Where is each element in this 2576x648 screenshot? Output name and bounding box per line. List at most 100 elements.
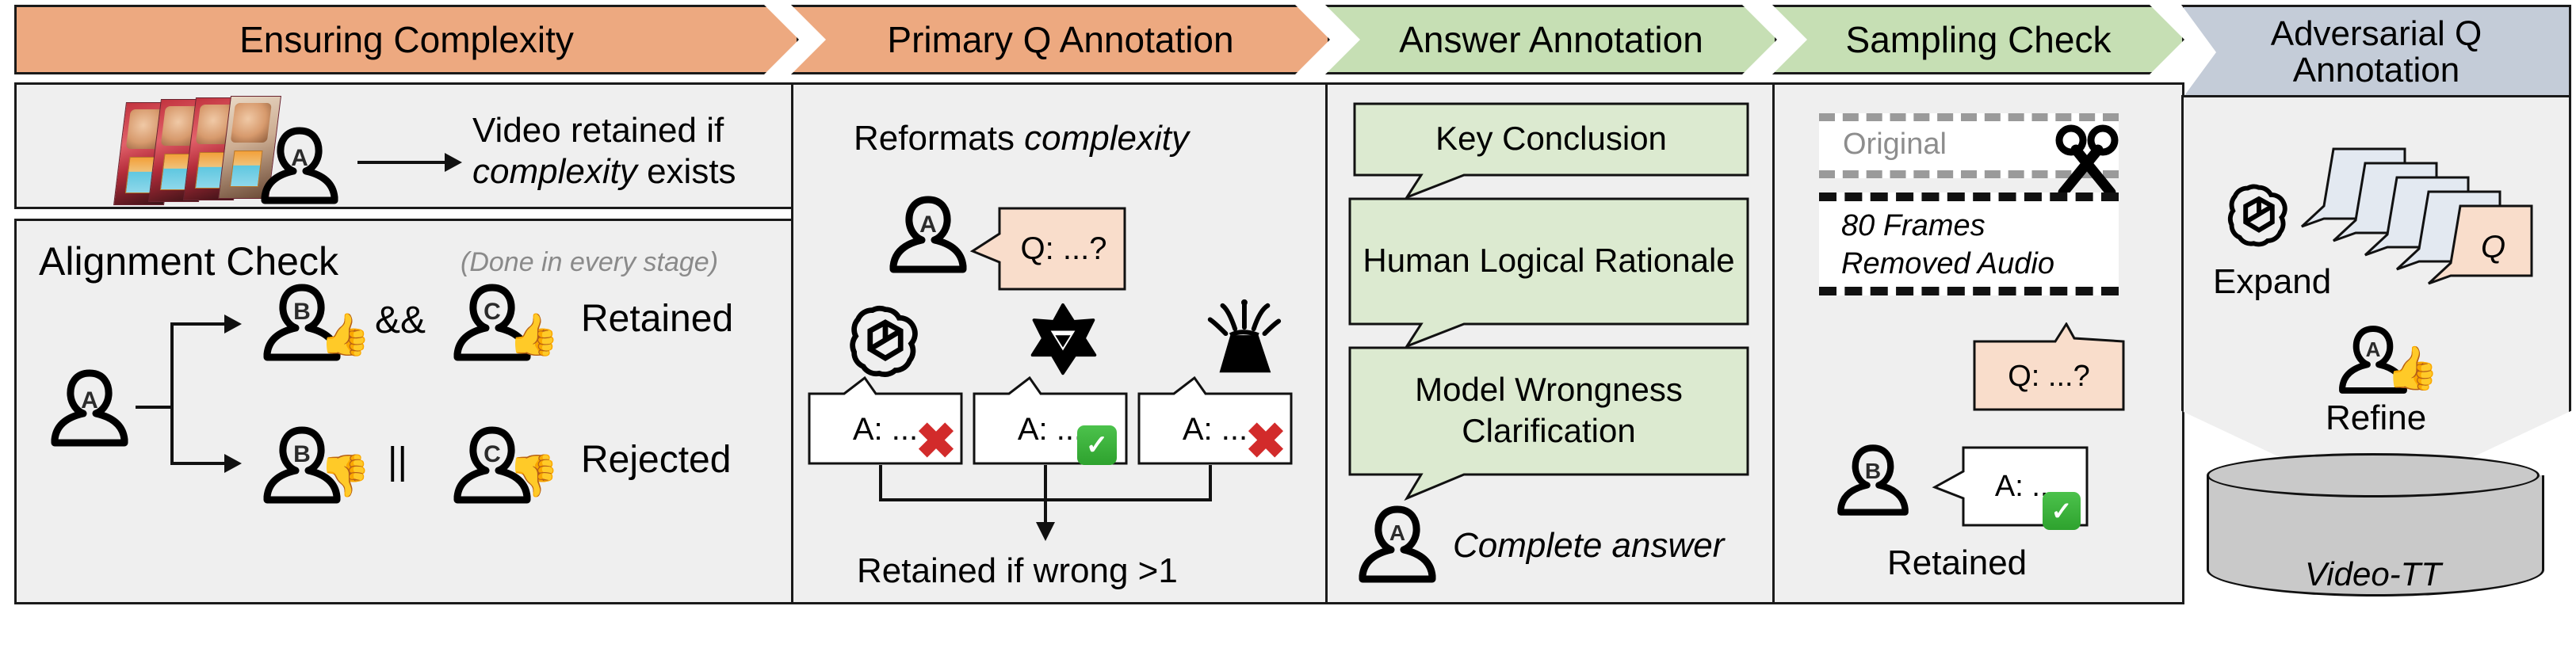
alignment-result-retained: Retained	[581, 298, 734, 340]
branch-line-bottom	[170, 462, 226, 465]
arrow-head-icon	[1036, 522, 1055, 541]
stage-header-ensuring-complexity: Ensuring Complexity	[14, 5, 799, 74]
answer-item-label: Model Wrongness Clarification	[1415, 370, 1683, 450]
alignment-source-a-icon: A	[48, 368, 131, 448]
callout-shape	[1348, 197, 1749, 348]
person-outline-icon	[263, 284, 341, 361]
edited-clip-box: 80 Frames Removed Audio	[1819, 192, 2119, 295]
answer-text: A: ...	[1017, 411, 1084, 447]
answer-box-group-volcano: A: ... ✖	[1137, 376, 1293, 469]
cross-icon: ✖	[1245, 414, 1286, 469]
video-retention-line1: Video retained if	[472, 111, 724, 150]
openai-logo-glyph	[850, 305, 918, 378]
video-retention-italic: complexity	[472, 151, 637, 191]
expanded-question-card-stack: Q	[2300, 144, 2554, 318]
stage-header-label-line1: Adversarial Q	[2270, 13, 2482, 53]
alignment-operator-or: ||	[388, 440, 407, 482]
annotator-a-icon: A	[258, 126, 341, 205]
question-bubble-text: Q: ...?	[2008, 359, 2090, 393]
pipeline-diagram: Ensuring Complexity Primary Q Annotation…	[0, 0, 2576, 614]
thumbs-down-icon: 👎	[319, 453, 371, 499]
scissors-glyph	[2055, 124, 2119, 198]
panel-sampling-check: Original 80 Frames Removed Audio Q: ...?	[1772, 82, 2184, 604]
answer-box-group-openai: A: ... ✖	[808, 376, 963, 469]
branch-line-stem	[136, 406, 174, 409]
person-outline-icon	[2339, 326, 2407, 394]
stage-header-primary-q-annotation: Primary Q Annotation	[791, 5, 1330, 74]
video-tt-dataset-cylinder: Video-TT	[2207, 453, 2544, 600]
person-outline-icon	[453, 284, 531, 361]
retained-text: Retained	[1887, 543, 2028, 582]
thumbs-down-icon: 👎	[508, 453, 560, 499]
alignment-operator-and: &&	[375, 299, 426, 341]
answer-item-model-wrongness-clarification: Model Wrongness Clarification	[1348, 346, 1749, 501]
thumbs-up-icon: 👍	[508, 312, 560, 358]
gemini-logo-icon	[1025, 300, 1101, 383]
cross-icon: ✖	[915, 414, 957, 469]
thumbs-up-icon: 👍	[2386, 345, 2440, 392]
answer-item-key-conclusion: Key Conclusion	[1353, 102, 1749, 199]
answer-item-label: Human Logical Rationale	[1363, 241, 1735, 279]
original-label: Original	[1843, 128, 1947, 161]
arrow-head-icon	[445, 153, 462, 172]
check-icon: ✓	[1077, 425, 1117, 465]
reformats-italic: complexity	[1024, 119, 1190, 158]
question-bubble-group: Q: ...?	[1973, 322, 2125, 411]
gemini-logo-glyph	[1030, 303, 1097, 375]
scissors-icon	[2054, 124, 2120, 204]
adversarial-content-layer: Q Expand A 👍 Refine Video-TT	[2181, 95, 2571, 604]
answer-item-human-logical-rationale: Human Logical Rationale	[1348, 197, 1749, 348]
alignment-check-title: Alignment Check	[39, 239, 338, 284]
openai-logo-icon	[2226, 182, 2292, 253]
arrow-head-icon	[224, 314, 242, 334]
complete-answer-text: Complete answer	[1453, 526, 1725, 565]
refine-label: Refine	[2326, 398, 2427, 437]
annotator-a-icon: A	[887, 194, 969, 275]
person-outline-icon	[889, 196, 967, 273]
person-outline-icon	[261, 127, 338, 204]
openai-logo-icon	[847, 303, 923, 383]
callout-shape	[1353, 102, 1749, 199]
merge-line-right	[1209, 465, 1212, 501]
speech-bubble-shape	[808, 376, 963, 465]
video-tt-label: Video-TT	[2305, 555, 2441, 593]
stage-header-label: Primary Q Annotation	[887, 18, 1234, 60]
question-bubble-text: Q: ...?	[1020, 231, 1107, 266]
question-bubble-group: Q: ...?	[969, 205, 1128, 292]
video-retention-line2-tail: exists	[636, 151, 736, 191]
answer-bubble-group: A: ... ✓	[1932, 446, 2089, 530]
alignment-check-note: (Done in every stage)	[461, 247, 719, 277]
annotator-a-icon: A	[1356, 505, 1439, 584]
stage-header-answer-annotation: Answer Annotation	[1325, 5, 1777, 74]
stage-header-sampling-check: Sampling Check	[1772, 5, 2184, 74]
person-outline-icon	[51, 369, 128, 447]
original-clip-box: Original	[1819, 113, 2119, 178]
stage-header-label: Sampling Check	[1845, 18, 2112, 60]
answer-text: A: ...	[852, 411, 919, 447]
check-icon: ✓	[2043, 492, 2081, 530]
person-outline-icon	[263, 426, 341, 504]
retained-if-wrong-text: Retained if wrong >1	[857, 551, 1178, 590]
speech-bubble-shape	[969, 207, 1126, 291]
expand-label: Expand	[2213, 262, 2332, 301]
panel-alignment-check: Alignment Check (Done in every stage) A …	[14, 219, 799, 604]
branch-line-top	[170, 322, 226, 326]
panel-video-retention: A Video retained if complexity exists	[14, 82, 799, 209]
volcano-glyph	[1207, 299, 1282, 373]
callout-shape	[1348, 346, 1749, 501]
branch-line-vertical	[170, 322, 174, 465]
merge-line-left	[879, 465, 882, 501]
stage-header-label: Ensuring Complexity	[239, 18, 574, 60]
stage-header-label: Answer Annotation	[1399, 18, 1703, 60]
person-outline-icon	[1359, 505, 1436, 583]
person-outline-icon	[1837, 444, 1909, 516]
speech-bubble-shape	[1973, 322, 2125, 411]
person-outline-icon	[453, 426, 531, 504]
panel-answer-annotation: Key Conclusion Human Logical Rationale M…	[1325, 82, 1777, 604]
cylinder-top	[2207, 453, 2540, 497]
panel-primary-q-annotation: Reformats complexity A Q: ...?	[791, 82, 1330, 604]
question-card-label: Q	[2481, 230, 2506, 265]
speech-bubble-shape	[1137, 376, 1293, 465]
stage-header-label-line2: Annotation	[2292, 51, 2460, 90]
reformats-plain: Reformats	[854, 119, 1025, 158]
